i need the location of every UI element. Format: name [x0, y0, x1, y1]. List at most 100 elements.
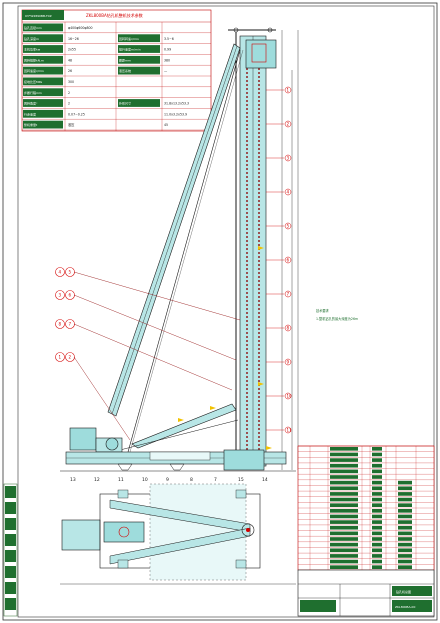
param-value: 26 [68, 69, 72, 73]
parts-material-cell [398, 554, 412, 558]
base-mark-number: 15 [238, 477, 244, 483]
param-label-cell [23, 45, 63, 53]
parts-qty-cell [372, 520, 382, 524]
parts-qty-cell [372, 559, 382, 564]
base-mark-number: 8 [190, 477, 193, 483]
param-label-cell [23, 109, 63, 118]
param-value: 300 [68, 80, 74, 84]
parts-name-cell [330, 503, 358, 507]
param-label: 钻孔直径mm [24, 25, 42, 30]
parts-qty-cell [372, 548, 382, 553]
parts-material-cell [398, 509, 412, 513]
param-value: 0.07~0.25 [68, 112, 85, 116]
parts-qty-cell [372, 554, 382, 558]
parts-material-cell [398, 497, 412, 502]
parts-qty-cell [372, 463, 382, 468]
param-label: 接地比压MPa [24, 79, 42, 84]
parts-qty-cell [372, 469, 382, 474]
mast-mark-balloon [284, 392, 292, 400]
mast-mark-number: 2 [287, 122, 290, 127]
callout-balloon [55, 267, 65, 277]
param-label-cell [23, 120, 63, 129]
parts-name-cell [330, 537, 358, 541]
param-label: 回转速度r/min [24, 68, 44, 73]
param-label-cell [23, 66, 63, 75]
parts-name-cell [330, 480, 358, 485]
param-value: 16~26 [68, 37, 79, 41]
mast-mark-balloon [284, 290, 292, 298]
parts-material-cell [398, 542, 412, 547]
param-value-2: 11.0x3.2x53.9 [164, 112, 187, 116]
parts-qty-cell [372, 542, 382, 547]
param-label: 整机重量t [24, 122, 38, 127]
mast-mark-balloon [284, 426, 292, 434]
param-label: 回转扭矩kN.m [24, 57, 44, 62]
callout-number: 5 [69, 270, 72, 275]
base-machine-plan [60, 483, 296, 585]
note-title: 技术要求 [316, 308, 330, 313]
mast-mark-number: 6 [287, 258, 290, 263]
callout-number: 6 [69, 293, 72, 298]
header-code-cell [22, 10, 64, 20]
left-strip-cell [5, 550, 16, 562]
parts-name-cell [330, 565, 358, 569]
title-block-code: ZKL800BA-00 [395, 605, 415, 609]
parts-name-cell [330, 463, 358, 468]
parts-name-cell [330, 531, 358, 536]
parts-qty-cell [372, 475, 382, 479]
callout-number: 8 [59, 322, 62, 327]
parts-qty-cell [372, 492, 382, 496]
parts-material-cell [398, 548, 412, 553]
left-strip-cell [5, 598, 16, 610]
callout-balloon [65, 352, 75, 362]
parts-qty-cell [372, 458, 382, 462]
parts-name-cell [330, 458, 358, 462]
mast-mark-number: 8 [287, 326, 290, 331]
mast-mark-balloon [284, 358, 292, 366]
parts-name-cell [330, 514, 358, 519]
mast-mark-balloon [284, 256, 292, 264]
callout-number: 7 [69, 322, 72, 327]
left-strip-cell [5, 518, 16, 530]
parts-qty-cell [372, 486, 382, 491]
parts-qty-cell [372, 503, 382, 507]
param-label-2: 履距mm [119, 57, 131, 62]
param-label: 行走速度 [24, 111, 36, 116]
left-strip-table [3, 483, 18, 617]
base-machine-side [60, 427, 296, 472]
param-label-cell [118, 34, 160, 43]
param-label: 钻孔深度m [24, 36, 39, 41]
title-block: 钻孔机总图 ZKL800BA-00 [297, 569, 435, 617]
param-value: 2x55 [68, 48, 76, 52]
left-strip-cell [5, 566, 16, 578]
parts-qty-cell [372, 514, 382, 519]
parts-material-cell [398, 531, 412, 536]
mast-mark-number: 10 [287, 394, 293, 399]
mast-mark-number: 1 [287, 88, 290, 93]
callout-number: 1 [59, 355, 62, 360]
param-value-2: 0.99 [164, 48, 171, 52]
base-mark-number: 9 [166, 477, 169, 483]
callout-number: 2 [69, 355, 72, 360]
param-label-cell [118, 55, 160, 64]
lower-stay [119, 403, 239, 451]
mast-mark-number: 5 [287, 224, 290, 229]
parts-material-cell [398, 514, 412, 519]
technical-note: 技术要求 1.整机钻孔的最大深度为26m [316, 308, 358, 321]
left-strip-cell [5, 502, 16, 514]
param-value-2: 31.8x13.2x53.3 [164, 102, 189, 106]
param-label-cell [23, 88, 63, 97]
param-value-2: 3.5~6 [164, 37, 174, 41]
note-text: 1.整机钻孔的最大深度为26m [316, 316, 358, 321]
param-label-cell [23, 55, 63, 64]
parts-qty-cell [372, 480, 382, 485]
param-value-2: — [164, 69, 168, 73]
param-label-2: 回转转速r/min [119, 36, 139, 41]
base-mark-number: 7 [214, 477, 217, 483]
parts-material-cell [398, 486, 412, 491]
base-mark-number: 13 [70, 477, 76, 483]
inner-frame [17, 5, 435, 618]
base-mark-number: 12 [94, 477, 100, 483]
